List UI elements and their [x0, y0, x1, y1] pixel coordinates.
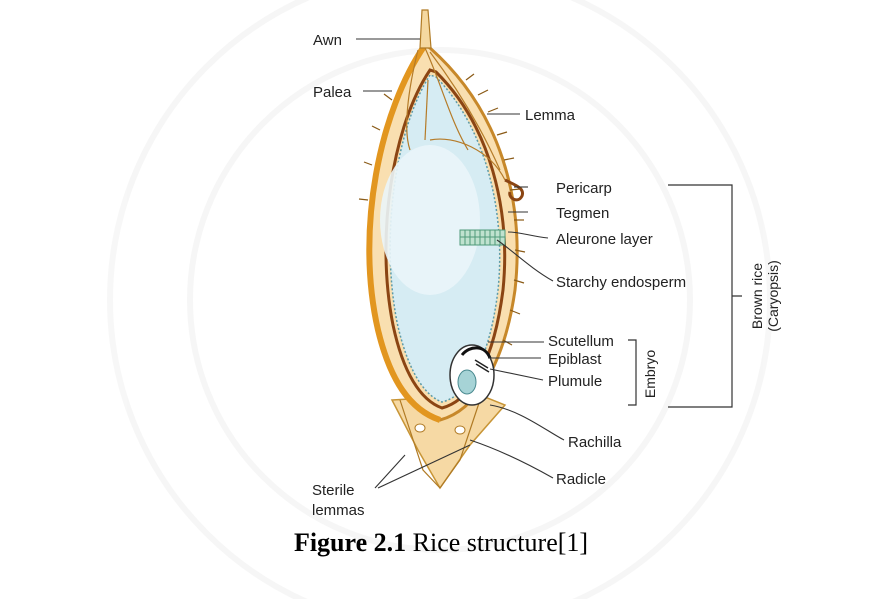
label-awn: Awn [313, 32, 342, 49]
label-scutellum: Scutellum [548, 333, 614, 350]
label-embryo: Embryo [642, 350, 658, 398]
embryo-bracket [628, 340, 636, 405]
label-palea: Palea [313, 84, 352, 101]
label-caryopsis: (Caryopsis) [765, 260, 781, 332]
label-rachilla: Rachilla [568, 434, 622, 451]
label-pericarp: Pericarp [556, 180, 612, 197]
embryo-shape [450, 345, 494, 405]
figure-caption: Figure 2.1 Rice structure[1] [0, 528, 882, 558]
label-lemmas: lemmas [312, 502, 365, 519]
label-radicle: Radicle [556, 471, 606, 488]
label-epiblast: Epiblast [548, 351, 602, 368]
label-plumule: Plumule [548, 373, 602, 390]
aleurone-grid [460, 230, 505, 245]
figure-number: Figure 2.1 [294, 528, 406, 557]
figure-title: Rice structure[1] [406, 528, 588, 557]
label-lemma: Lemma [525, 107, 576, 124]
label-sterile: Sterile [312, 482, 355, 499]
awn-shape [420, 10, 431, 48]
label-aleurone-layer: Aleurone layer [556, 231, 653, 248]
label-brown-rice: Brown rice [749, 263, 765, 329]
label-starchy-endosperm: Starchy endosperm [556, 274, 686, 291]
label-tegmen: Tegmen [556, 205, 609, 222]
